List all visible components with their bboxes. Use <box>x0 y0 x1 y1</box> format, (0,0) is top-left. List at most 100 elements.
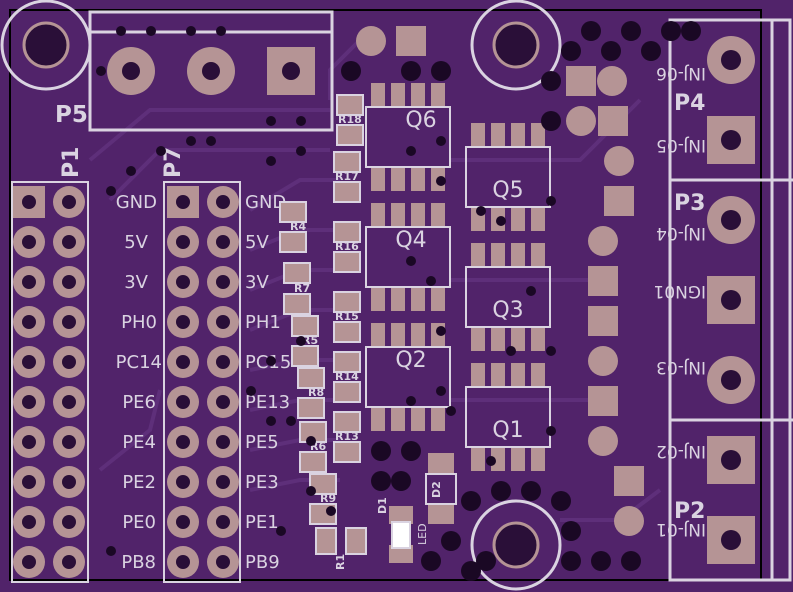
pin-label: GND <box>245 192 286 213</box>
mosfet-pin <box>431 287 445 311</box>
mosfet-pin <box>391 83 405 107</box>
via <box>601 41 621 61</box>
header-pin-drill <box>176 355 190 369</box>
pin-label: 3V <box>245 272 269 293</box>
mosfet-pin <box>491 327 505 351</box>
via <box>106 546 116 556</box>
mosfet-packages <box>365 83 551 471</box>
terminal-label-ign01: IGN01 <box>653 281 706 301</box>
header-pin-drill <box>216 395 230 409</box>
header-pin-drill <box>22 235 36 249</box>
mosfet-pin <box>511 327 525 351</box>
mosfet-pin <box>471 123 485 147</box>
pin-label: PE6 <box>122 392 156 413</box>
resistor-label-r16: R16 <box>335 240 359 253</box>
header-pin-drill <box>22 435 36 449</box>
right-pads <box>356 26 644 536</box>
header-pin-drill <box>62 555 76 569</box>
header-pin-drill <box>62 275 76 289</box>
via <box>206 136 216 146</box>
pin-label: PE4 <box>122 432 156 453</box>
via <box>106 186 116 196</box>
vias <box>96 21 701 581</box>
header-pin-drill <box>216 355 230 369</box>
via <box>431 61 451 81</box>
header-p7 <box>163 181 241 583</box>
via <box>581 21 601 41</box>
header-pin-drill <box>62 195 76 209</box>
terminal-label-inj06: INJ-06 <box>656 63 706 83</box>
mosfet-pin <box>511 243 525 267</box>
mosfet-pin <box>511 447 525 471</box>
mosfet-label-q4: Q4 <box>395 228 426 253</box>
board-outline <box>9 9 762 581</box>
via <box>401 61 421 81</box>
pin-label: GND <box>116 192 157 213</box>
resistor-label-r4: R4 <box>290 220 306 233</box>
resistor-label-r1: R1 <box>334 554 347 570</box>
via <box>391 471 411 491</box>
connector-label-p4: P4 <box>674 91 705 116</box>
mosfet-label-q2: Q2 <box>395 348 426 373</box>
terminal-drill <box>721 50 741 70</box>
terminal-label-inj01: INJ-01 <box>656 519 706 539</box>
via <box>276 526 286 536</box>
via <box>551 491 571 511</box>
header-pin-drill <box>176 275 190 289</box>
mosfet-label-q3: Q3 <box>492 298 523 323</box>
mosfet-pin <box>471 363 485 387</box>
resistor-labels: R18 R17 R16 R15 R14 R13 R4 R7 R5 R8 R6 R… <box>290 113 362 570</box>
via <box>546 196 556 206</box>
terminal-label-inj03: INJ-03 <box>656 357 706 377</box>
header-pin-drill <box>22 275 36 289</box>
pin-label: 5V <box>245 232 269 253</box>
via <box>371 471 391 491</box>
via <box>541 111 561 131</box>
diode-label-d2: D2 <box>430 481 443 498</box>
via <box>561 521 581 541</box>
terminal-label-inj04: INJ-04 <box>656 223 706 243</box>
mosfet-pin <box>391 407 405 431</box>
pin-label: PE0 <box>122 512 156 533</box>
via <box>436 176 446 186</box>
mosfet-pin <box>471 327 485 351</box>
resistor-label-r7: R7 <box>294 282 310 295</box>
header-pin-drill <box>22 475 36 489</box>
via <box>436 386 446 396</box>
via <box>96 66 106 76</box>
mounting-holes <box>0 0 562 591</box>
led-label: LED <box>416 523 429 545</box>
via <box>306 436 316 446</box>
pin-label: PE13 <box>245 392 290 413</box>
mosfet-pin <box>391 167 405 191</box>
via <box>401 441 421 461</box>
header-pin-drill <box>62 355 76 369</box>
terminal-drill <box>721 530 741 550</box>
terminal-drill <box>721 450 741 470</box>
header-pin-drill <box>176 395 190 409</box>
resistor-label-r15: R15 <box>335 310 359 323</box>
via <box>461 491 481 511</box>
header-pin-drill <box>62 435 76 449</box>
header-pin-drill <box>176 555 190 569</box>
via <box>436 136 446 146</box>
pin-label: PH0 <box>121 312 157 333</box>
header-pin-drill <box>22 395 36 409</box>
via <box>461 561 481 581</box>
via <box>446 406 456 416</box>
mosfet-pin <box>491 243 505 267</box>
via <box>306 486 316 496</box>
via <box>286 416 296 426</box>
pin-label: PE1 <box>245 512 279 533</box>
mosfet-pin <box>411 167 425 191</box>
pin-label: PE3 <box>245 472 279 493</box>
connector-label-p2: P2 <box>674 499 705 524</box>
via <box>266 156 276 166</box>
via <box>491 481 511 501</box>
header-pin-drill <box>62 235 76 249</box>
mosfet-pin <box>531 207 545 231</box>
mosfet-pin <box>511 123 525 147</box>
pin-label: PB9 <box>245 552 280 573</box>
mosfet-outline <box>465 266 551 328</box>
